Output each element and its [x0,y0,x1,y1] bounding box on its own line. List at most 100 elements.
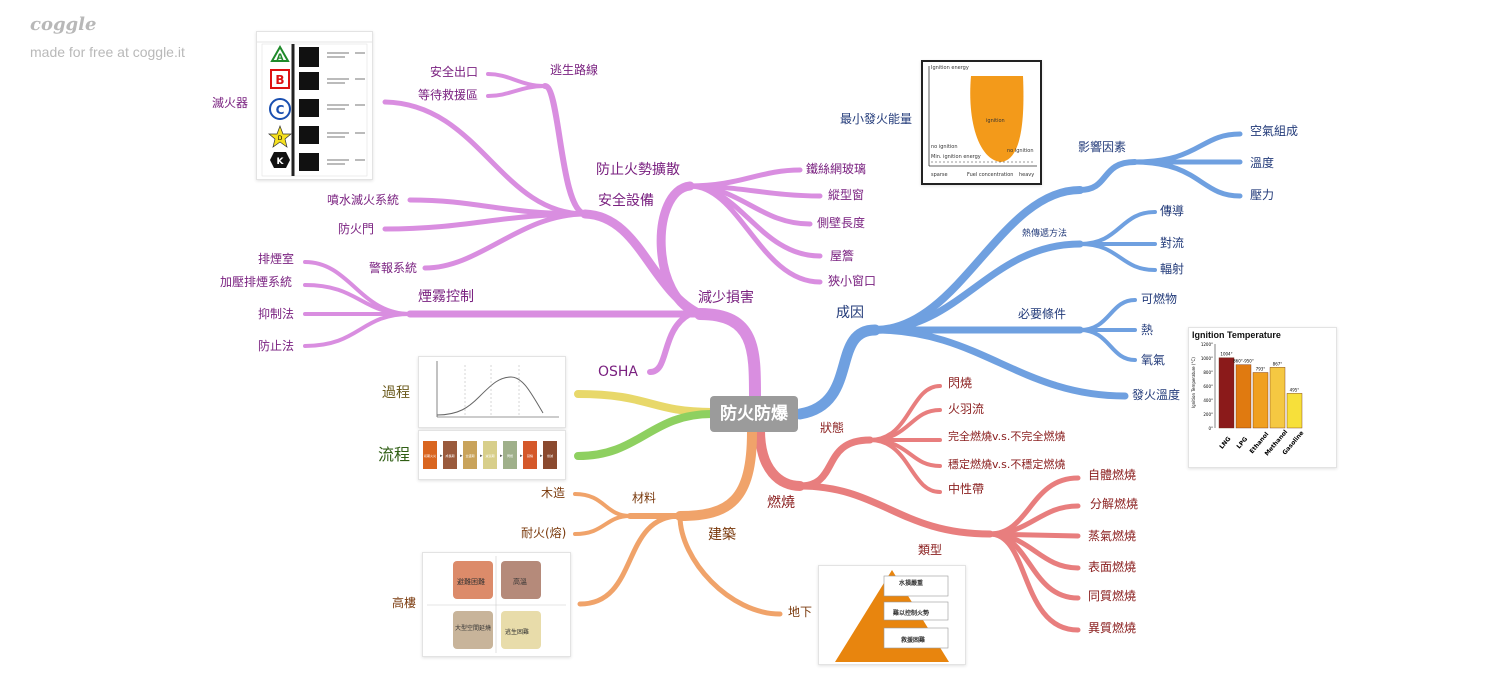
temp-tick-label: 400° [1203,398,1213,403]
node-prevention[interactable]: 防止法 [258,339,294,353]
node-oxygen[interactable]: 氧氣 [1141,353,1165,367]
node-cause[interactable]: 成因 [836,305,864,321]
node-rescue-area[interactable]: 等待救援區 [418,88,478,102]
node-prevent-spread[interactable]: 防止火勢擴散 [596,162,680,178]
branch-process2 [578,414,712,456]
temp-bar-methanol [1270,367,1285,428]
node-surface[interactable]: 表面燃燒 [1088,560,1136,574]
branch-combustion [760,430,800,486]
node-factors[interactable]: 影響因素 [1078,140,1126,154]
node-extinguisher[interactable]: 滅火器 [212,96,248,110]
node-osha[interactable]: OSHA [598,364,638,380]
node-combustible[interactable]: 可燃物 [1141,292,1177,306]
energy-inside-label: ignition [986,118,1005,124]
node-neutral-zone[interactable]: 中性帶 [948,482,984,496]
node-convection[interactable]: 對流 [1160,236,1184,250]
node-heat[interactable]: 熱 [1141,323,1153,337]
node-combustion[interactable]: 燃燒 [767,495,795,511]
energy-no-ignition-right: no ignition [1007,148,1034,154]
node-underground[interactable]: 地下 [788,605,812,619]
node-eaves[interactable]: 屋簷 [830,249,854,263]
process-step-arrow: ▸ [520,453,523,459]
node-flame-plume[interactable]: 火羽流 [948,402,984,416]
high-rise-cell-4: 逃生困難 [505,627,529,636]
node-narrow-window[interactable]: 狹小窗口 [828,274,876,288]
node-temperature[interactable]: 溫度 [1250,156,1274,170]
process-steps-strip: 初期火災▸成長期▸全盛期▸減衰期▸閃燃▸延燒▸熄滅 [419,431,565,479]
high-rise-cell-1: 避難困難 [457,577,485,587]
node-homogeneous[interactable]: 同質燃燒 [1088,589,1136,603]
temp-bar-value: 495° [1290,387,1300,392]
high-rise-image: 避難困難 高溫 大型空間延燒 逃生困難 [422,552,571,657]
ignition-energy-chart [923,62,1040,183]
node-stable-combustion[interactable]: 穩定燃燒v.s.不穩定燃燒 [948,458,1065,472]
node-evaporation[interactable]: 蒸氣燃燒 [1088,529,1136,543]
energy-no-ignition-left: no ignition [931,144,958,150]
node-fire-door[interactable]: 防火門 [338,222,374,236]
node-complete-combustion[interactable]: 完全燃燒v.s.不完全燃燒 [948,430,1065,444]
node-side-wall[interactable]: 側壁長度 [817,216,865,230]
node-min-energy[interactable]: 最小發火能量 [840,112,912,126]
node-material[interactable]: 材料 [632,491,656,505]
process-step-arrow: ▸ [540,453,543,459]
root-node[interactable]: 防火防爆 [710,396,798,432]
process-step-arrow: ▸ [480,453,483,459]
energy-min-line: Min. ignition energy [931,154,981,160]
node-alarm-system[interactable]: 警報系統 [369,261,417,275]
node-suppression[interactable]: 抑制法 [258,307,294,321]
node-building[interactable]: 建築 [708,527,736,543]
node-flash-burn[interactable]: 閃燒 [948,376,972,390]
branch-safety-equipment [585,214,700,314]
temp-tick-label: 200° [1203,412,1213,417]
node-process-1[interactable]: 過程 [382,385,410,401]
node-smoke-control[interactable]: 煙霧控制 [418,289,474,305]
process-step-label: 閃燃 [507,453,513,458]
temp-category-label: LNG [1218,435,1232,450]
process-step-label: 減衰期 [485,453,494,458]
node-heat-transfer[interactable]: 熱傳遞方法 [1022,227,1067,241]
temp-bar-value: 793° [1256,366,1266,371]
node-types[interactable]: 類型 [918,543,942,557]
process-step-arrow: ▸ [440,453,443,459]
node-pressurized-smoke[interactable]: 加壓排煙系統 [220,275,292,289]
node-state[interactable]: 狀態 [820,421,844,435]
node-ignition-temp[interactable]: 發火溫度 [1132,388,1180,402]
node-safety-exit[interactable]: 安全出口 [430,65,478,79]
node-process-2[interactable]: 流程 [378,446,410,464]
temp-y-label: Ignition Temperature (°C) [1191,357,1196,408]
pyramid-row-1: 水損嚴重 [899,578,923,587]
temp-bar-ethanol [1253,372,1268,428]
node-high-rise[interactable]: 高樓 [392,596,416,610]
node-sprinkler[interactable]: 噴水滅火系統 [327,193,399,207]
temp-tick-label: 600° [1203,384,1213,389]
node-smoke-room[interactable]: 排煙室 [258,252,294,266]
node-safety-equipment[interactable]: 安全設備 [598,193,654,209]
branch-osha [650,314,690,372]
node-escape-route[interactable]: 逃生路線 [550,63,598,77]
energy-x-left: sparse [931,172,948,178]
node-reduce-damage[interactable]: 減少損害 [698,290,754,306]
temp-category-label: LPG [1235,436,1249,451]
node-vertical-window[interactable]: 縱型窗 [828,188,864,202]
node-conduction[interactable]: 傳導 [1160,204,1184,218]
node-heterogeneous[interactable]: 異質燃燒 [1088,621,1136,635]
energy-ylabel: Ignition energy [931,65,969,71]
node-decomposition[interactable]: 分解燃燒 [1090,497,1138,511]
node-conditions[interactable]: 必要條件 [1018,307,1066,321]
node-self-burn[interactable]: 自體燃燒 [1088,468,1136,482]
node-pressure[interactable]: 壓力 [1250,188,1274,202]
fire-process-curve-image [418,356,566,428]
energy-x-mid: Fuel concentration [967,172,1013,178]
process-step-label: 初期火災 [424,453,436,458]
node-wire-glass[interactable]: 鐵絲網玻璃 [806,162,866,176]
node-wood[interactable]: 木造 [541,486,565,500]
branch-cause [800,330,875,414]
node-air[interactable]: 空氣組成 [1250,124,1298,138]
class-k-letter: K [277,157,285,167]
node-radiation[interactable]: 輻射 [1160,262,1184,276]
temp-bar-value: 860°-950° [1233,359,1254,364]
node-fire-resistant[interactable]: 耐火(熔) [521,526,566,540]
process-steps-image: 初期火災▸成長期▸全盛期▸減衰期▸閃燃▸延燒▸熄滅 [418,430,566,480]
class-b-letter: B [275,73,284,87]
underground-pyramid [819,566,965,664]
